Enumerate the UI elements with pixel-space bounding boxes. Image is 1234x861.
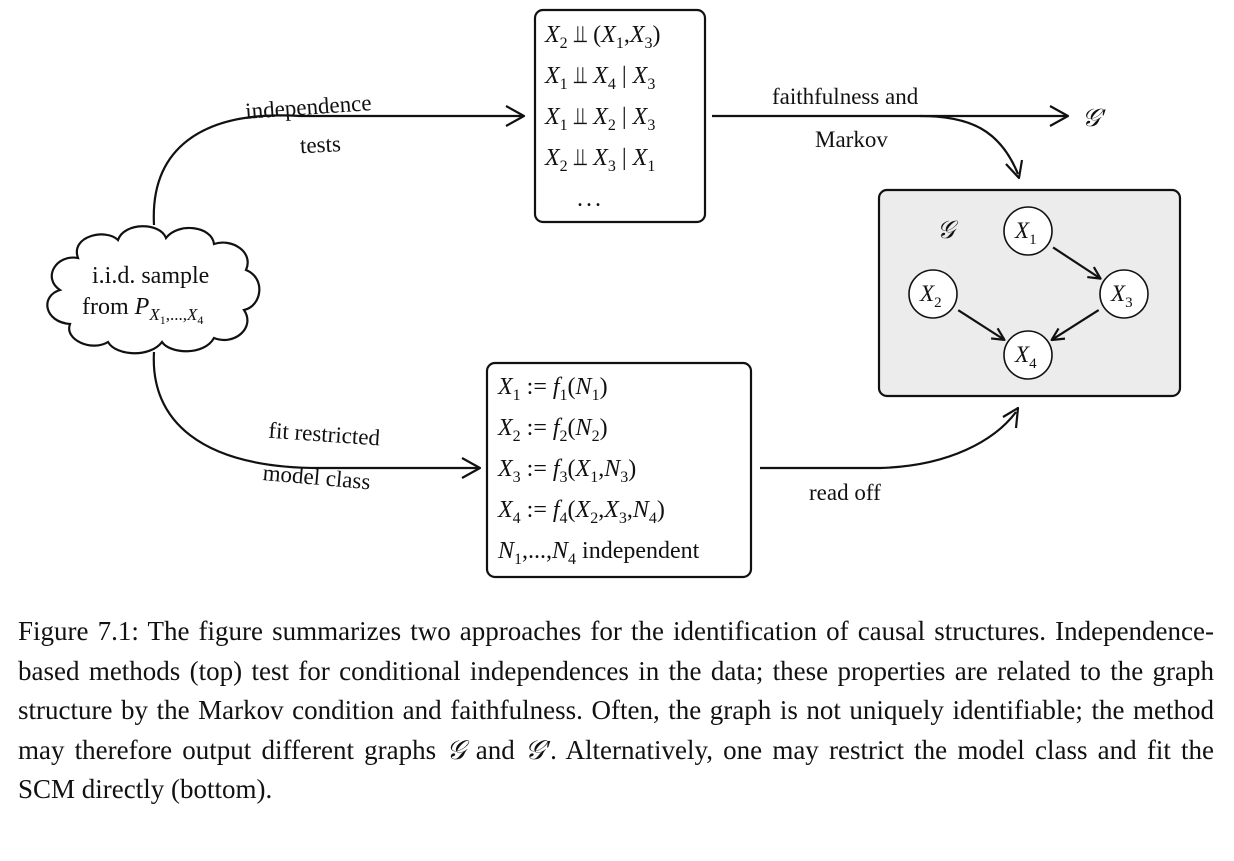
model-class-label: model class <box>262 460 372 494</box>
svg-text:X2: X2 <box>919 281 942 311</box>
independence-statement-4: X2 ⫫ X3 | X1 <box>544 145 655 175</box>
independence-statements-box: X2 ⫫ (X1,X3) X1 ⫫ X4 | X3 X1 ⫫ X2 | X3 X2 ⫫… <box>533 8 707 224</box>
causal-discovery-diagram: i.i.d. sample from PX1,...,X4 independen… <box>46 8 1182 579</box>
graph-node-X2: X2 <box>908 269 958 319</box>
cloud-line2: from PX1,...,X4 <box>82 294 203 327</box>
svg-text:X4: X4 <box>1014 342 1037 372</box>
scm-equation-5: N1,...,N4 independent <box>497 538 700 568</box>
scm-equation-1: X1 := f1(N1) <box>497 374 608 404</box>
graph-node-X3: X3 <box>1099 269 1149 319</box>
graph-label: 𝒢 <box>937 217 959 244</box>
svg-text:X3: X3 <box>1110 281 1133 311</box>
read-off-edge: read off <box>760 406 1020 505</box>
faithfulness-label: faithfulness and <box>772 84 919 109</box>
independence-statement-2: X1 ⫫ X4 | X3 <box>544 63 655 93</box>
independence-ellipsis: ... <box>577 186 604 212</box>
cloud-shape <box>46 225 261 355</box>
independence-tests-edge: independence tests <box>152 90 526 226</box>
fit-restricted-label: fit restricted <box>268 418 382 451</box>
independence-statement-1: X2 ⫫ (X1,X3) <box>544 22 661 52</box>
scm-equations-box: X1 := f1(N1) X2 := f2(N2) X3 := f3(X1,N3) X… <box>485 361 753 579</box>
iid-sample-cloud: i.i.d. sample from PX1,...,X4 <box>46 225 261 355</box>
independence-label: independence <box>244 90 372 124</box>
scm-equation-3: X3 := f3(X1,N3) <box>497 456 636 486</box>
graph-edge-X1-X3 <box>1052 246 1102 280</box>
graph-edge-X3-X4 <box>1050 309 1100 342</box>
cloud-line1: i.i.d. sample <box>92 263 209 289</box>
markov-label: Markov <box>815 127 888 152</box>
figure-caption: Figure 7.1: The figure summarizes two ap… <box>18 616 1215 804</box>
graph-node-X4: X4 <box>1003 330 1053 380</box>
tests-label: tests <box>299 131 341 158</box>
independence-statement-3: X1 ⫫ X2 | X3 <box>544 104 655 134</box>
read-off-label: read off <box>809 480 881 505</box>
scm-equation-2: X2 := f2(N2) <box>497 415 608 445</box>
fit-restricted-model-edge: fit restricted model class <box>152 351 482 494</box>
graph-node-X1: X1 <box>1003 206 1053 256</box>
g-prime-output: 𝒢′ <box>1082 105 1106 132</box>
faithfulness-markov-edge: faithfulness and Markov 𝒢′ <box>712 84 1106 180</box>
svg-text:X1: X1 <box>1014 218 1037 248</box>
scm-equation-4: X4 := f4(X2,X3,N4) <box>497 497 665 527</box>
graph-edge-X2-X4 <box>957 309 1006 341</box>
